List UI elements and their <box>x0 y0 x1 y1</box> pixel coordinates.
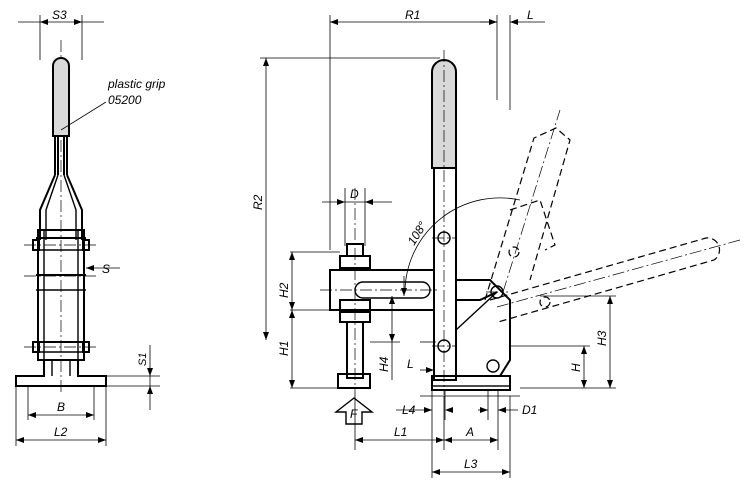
label-h1: H1 <box>277 341 291 356</box>
label-s3: S3 <box>52 8 67 22</box>
handle-swung-upper <box>484 127 571 301</box>
label-l-mid: L <box>407 357 414 371</box>
label-d1: D1 <box>522 403 537 417</box>
label-l1: L1 <box>394 425 407 439</box>
label-l3: L3 <box>464 457 478 471</box>
force-arrow <box>333 397 375 425</box>
label-part-number: 05200 <box>108 93 142 107</box>
label-d: D <box>350 187 359 201</box>
handle-swung-lower <box>489 237 721 323</box>
label-h4: H4 <box>377 356 391 372</box>
label-s: S <box>102 262 110 276</box>
label-a: A <box>465 425 474 439</box>
label-f: F <box>350 407 358 421</box>
label-plastic-grip: plastic grip <box>107 77 166 91</box>
side-view: S3 S <box>15 8 166 446</box>
label-l-top: L <box>527 8 534 22</box>
label-s1: S1 <box>137 353 149 366</box>
label-h2: H2 <box>277 282 291 298</box>
front-view: R1 L R2 <box>251 8 741 478</box>
label-b: B <box>57 400 65 414</box>
label-h3: H3 <box>595 330 609 346</box>
label-l2: L2 <box>54 425 68 439</box>
label-r1: R1 <box>405 8 420 22</box>
label-l4: L4 <box>402 403 416 417</box>
grip-side <box>52 57 70 137</box>
label-r2: R2 <box>251 194 265 210</box>
label-h: H <box>569 363 583 372</box>
